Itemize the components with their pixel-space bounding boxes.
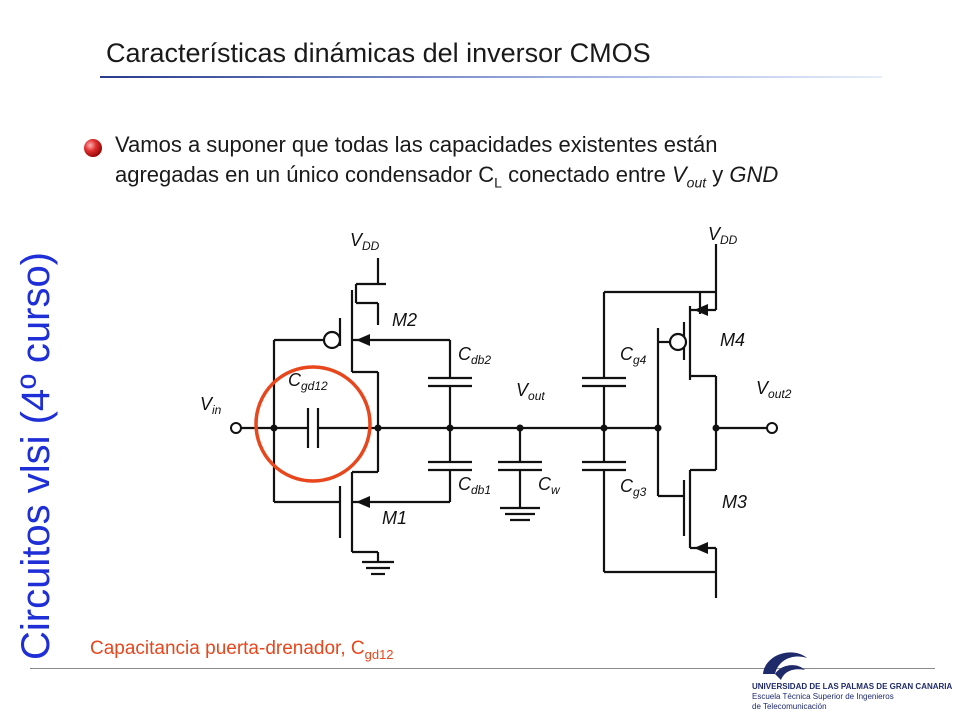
junction-dots [270,424,720,432]
title-underline [100,76,882,78]
vin-terminal [230,422,242,434]
cl-subscript: L [494,174,502,191]
transistor-arrows [356,304,708,554]
university-logo-text: UNIVERSIDAD DE LAS PALMAS DE GRAN CANARI… [752,682,953,712]
m3-label: M3 [722,492,747,512]
cgd12-highlight [254,365,372,483]
schematic-labels: VDD VDD M2 M1 M4 M3 Vin Vout Vout2 Cgd12… [200,224,792,528]
logo-line-2: Escuela Técnica Superior de Ingenieros [752,692,894,701]
vout-symbol: V [671,162,687,187]
vdd-left-label: VDD [350,230,380,253]
bullet-icon [84,139,102,157]
bullet-line-1: Vamos a suponer que todas las capacidade… [115,132,718,157]
bullet-line-2-b: conectado entre [501,162,672,187]
cg4-label: Cg4 [620,344,647,367]
university-logo-icon [763,652,807,680]
logo-line-3: de Telecomunicación [752,702,827,711]
caption-subscript: gd12 [364,646,394,662]
m4-label: M4 [720,330,745,350]
caption: Capacitancia puerta-drenador, Cgd12 [90,638,394,662]
m4-gate-bubble [668,332,688,352]
vout-label: Vout [516,380,545,403]
vout2-terminal [766,422,778,434]
vout-subscript: out [687,174,706,190]
gnd-symbol: GND [729,162,779,187]
bullet-text: Vamos a suponer que todas las capacidade… [115,130,935,197]
vin-label: Vin [200,394,222,417]
cw-label: Cw [538,474,561,497]
logo-line-1: UNIVERSIDAD DE LAS PALMAS DE GRAN CANARI… [752,682,953,691]
cg3-label: Cg3 [620,476,647,499]
vdd-right-label: VDD [708,224,738,247]
bullet-line-2-c: y [706,162,730,187]
caption-main: Capacitancia puerta-drenador, C [90,638,365,659]
cgd12-label: Cgd12 [288,370,328,393]
bullet-line-2-a: agregadas en un único condensador C [115,162,495,187]
m2-label: M2 [392,310,417,330]
vout-subscript-text: out [686,174,707,191]
vout2-label: Vout2 [756,378,792,401]
cdb1-label: Cdb1 [458,474,491,497]
slide-title: Características dinámicas del inversor C… [106,38,651,68]
m1-label: M1 [382,508,407,528]
footer-rule [30,668,935,669]
m2-gate-bubble [322,330,342,350]
schematic-wires [240,244,766,598]
bullet-line-2: agregadas en un único condensador CL con… [115,160,935,197]
cdb2-label: Cdb2 [458,344,491,367]
